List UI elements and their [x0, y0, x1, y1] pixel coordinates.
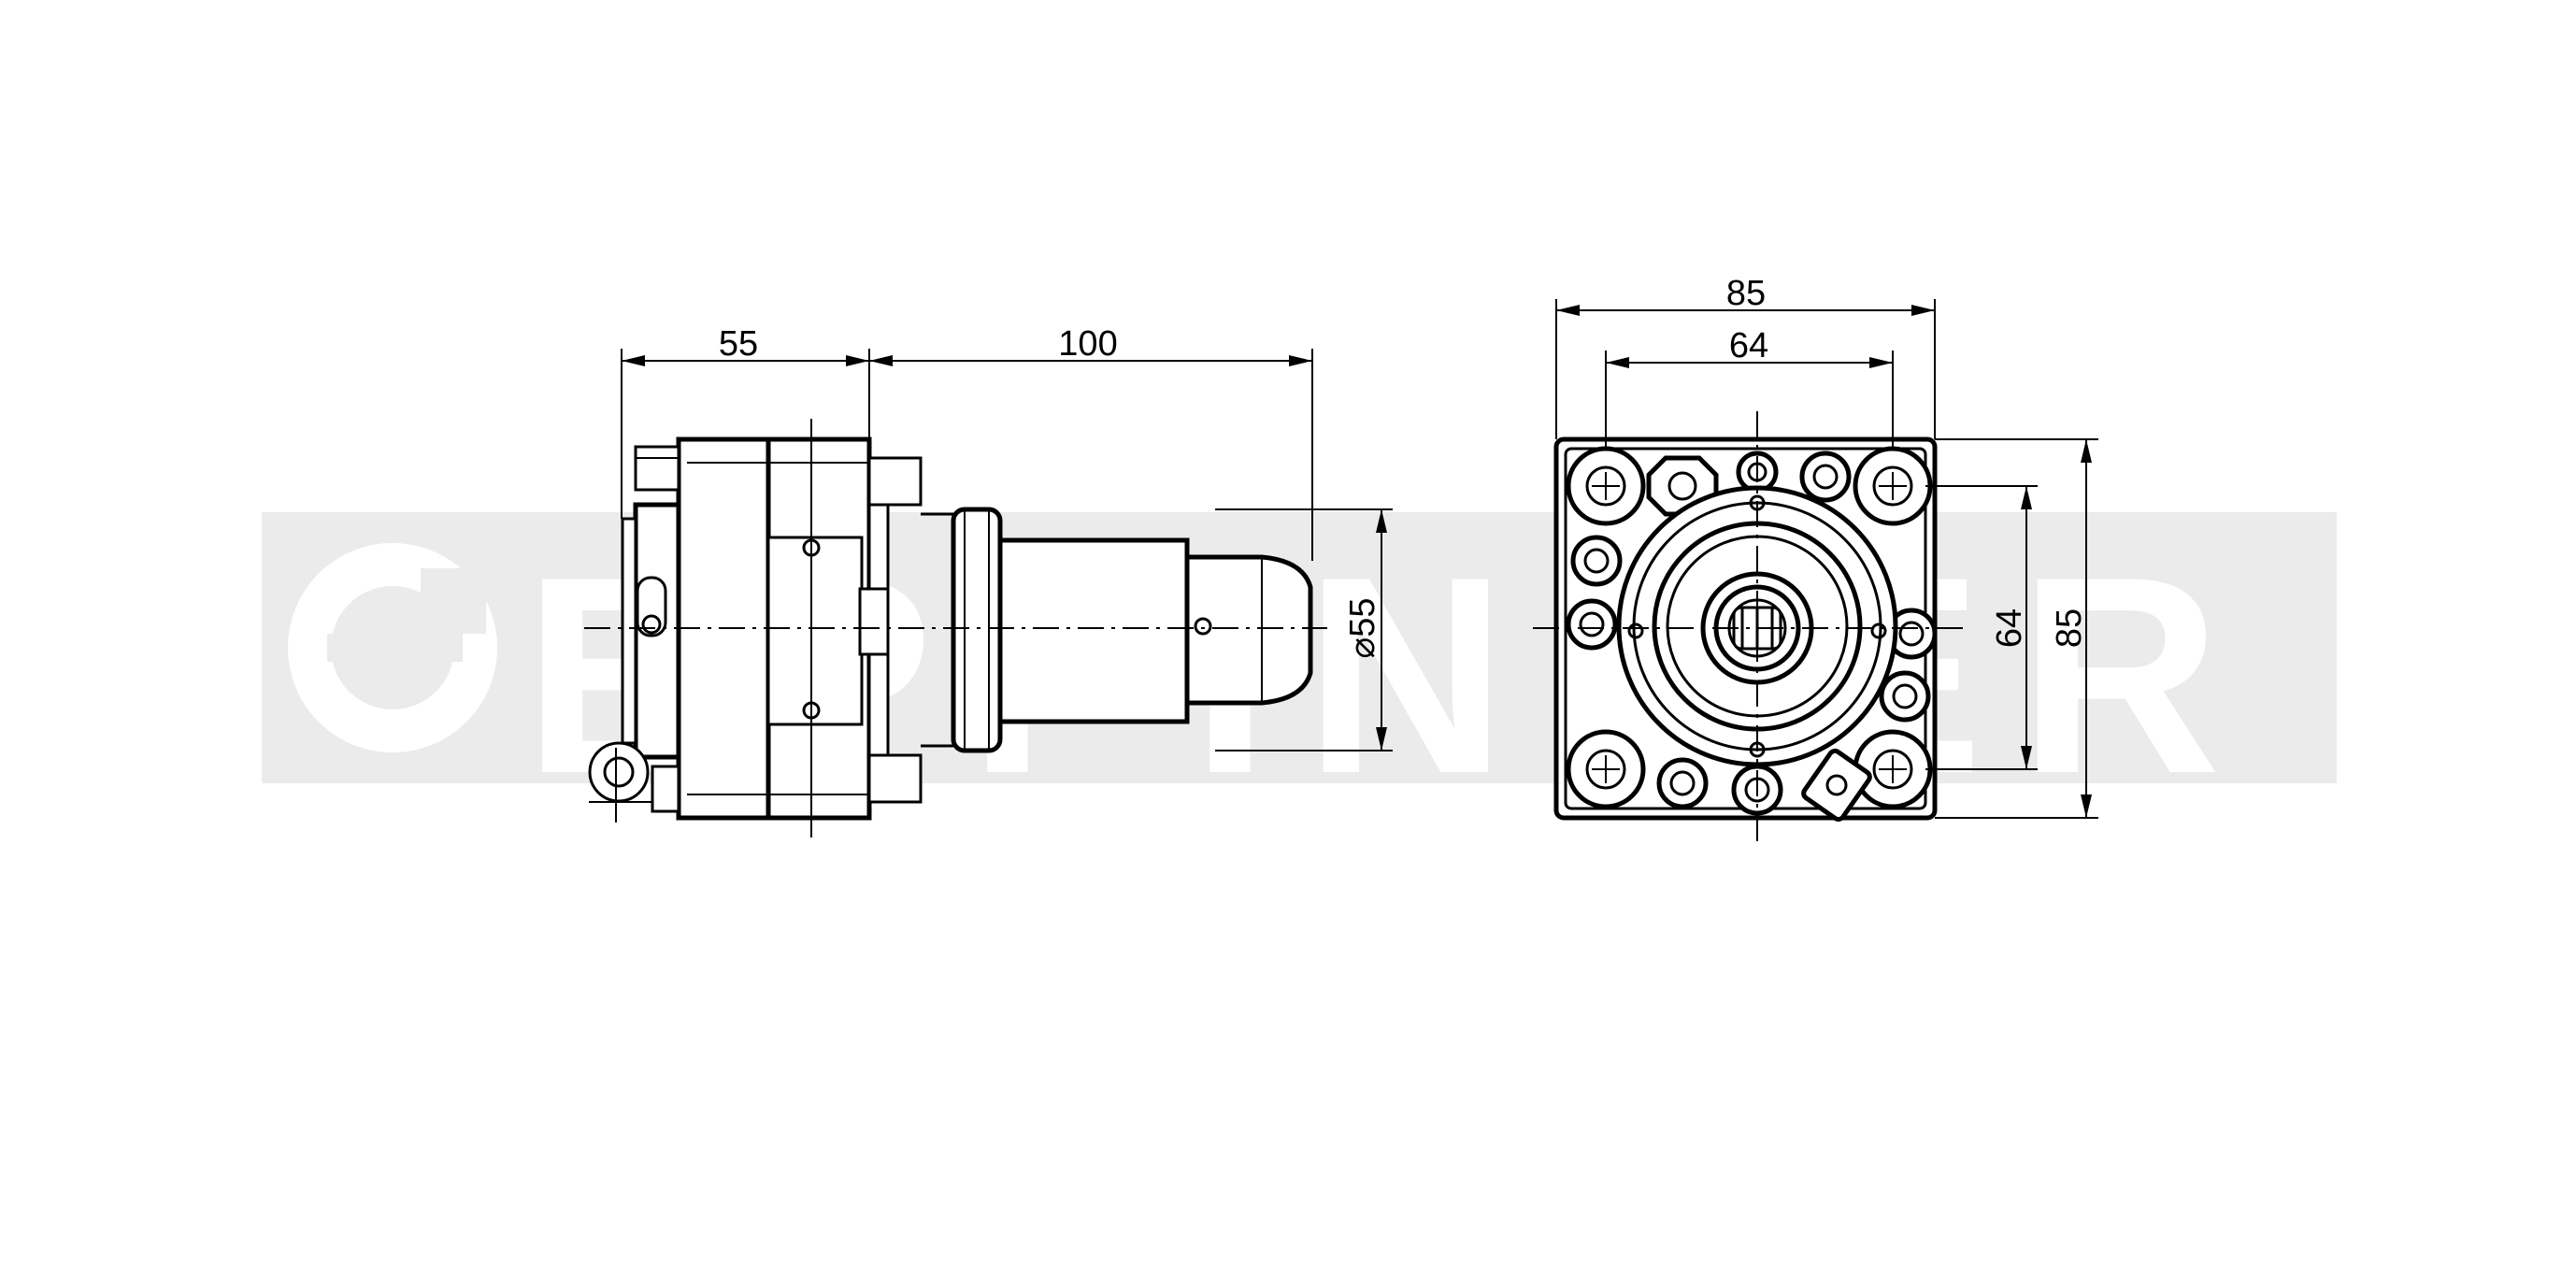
- dim-64-width: 64: [1606, 326, 1893, 368]
- dim-85-height-label: 85: [2050, 608, 2089, 648]
- dim-55-length: 55: [622, 324, 869, 366]
- shank-flange: [951, 507, 1003, 753]
- bottom-lug: [867, 753, 923, 804]
- coolant-fitting-front: [1801, 748, 1872, 823]
- dim-85-width: 85: [1556, 274, 1935, 316]
- watermark-logo: [288, 543, 497, 752]
- housing-front-window: [766, 536, 864, 726]
- front-view: 85 64 64 85: [1533, 274, 2098, 841]
- dim-diameter-label: ⌀55: [1343, 597, 1382, 658]
- dim-55-label: 55: [719, 324, 758, 364]
- collet-nose: [1184, 554, 1313, 706]
- top-coolant-stub: [634, 445, 680, 492]
- dim-85-height: 85: [2050, 439, 2092, 818]
- dim-100-length: 100: [869, 324, 1312, 366]
- side-view: 55 100 ⌀55: [584, 324, 1393, 837]
- dim-64-height-label: 64: [1990, 608, 2029, 648]
- top-lug: [867, 456, 923, 507]
- dim-85-width-label: 85: [1726, 274, 1766, 313]
- bottom-coolant-nipple: [588, 741, 680, 813]
- dim-64-height: 64: [1990, 486, 2032, 769]
- shank-body: [997, 537, 1190, 724]
- dim-64-width-label: 64: [1729, 326, 1768, 365]
- dim-shank-diameter: ⌀55: [1343, 509, 1387, 751]
- dim-100-label: 100: [1058, 324, 1117, 364]
